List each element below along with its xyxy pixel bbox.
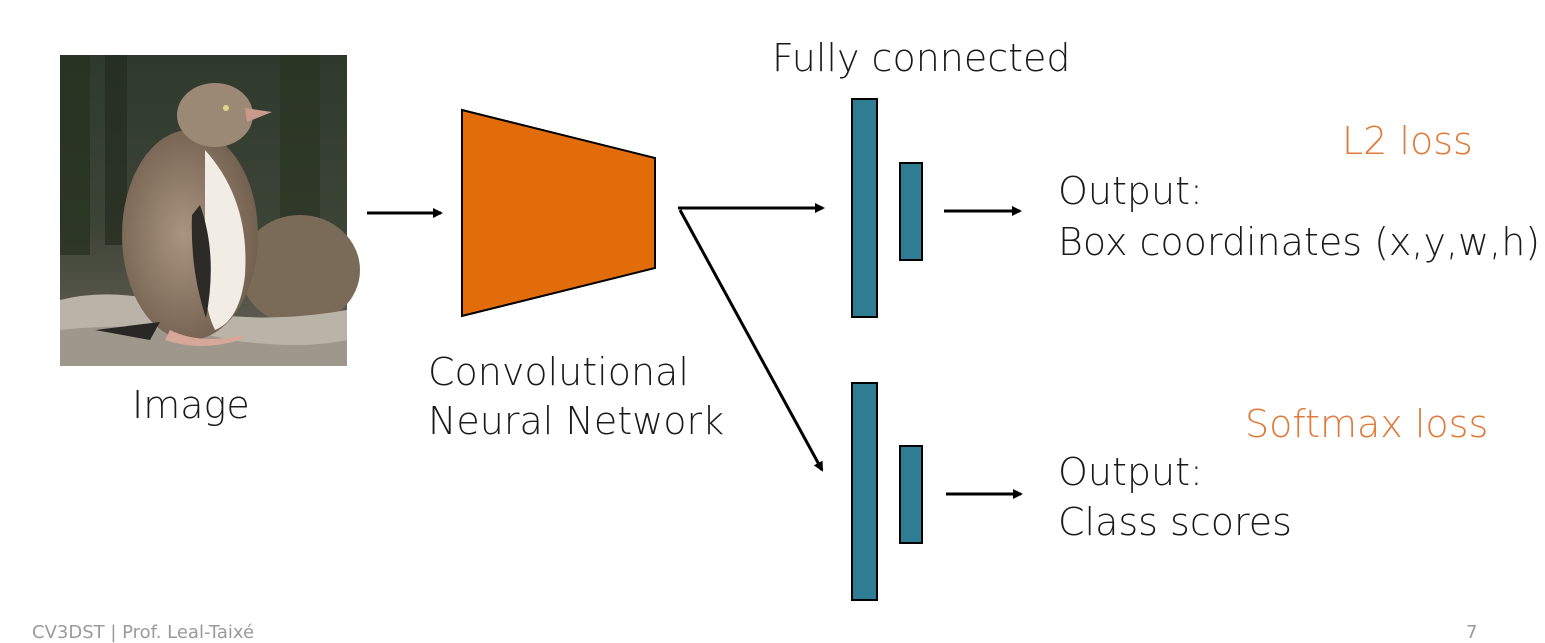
- image-caption: Image: [132, 383, 250, 427]
- top-output-label: Output:: [1058, 169, 1203, 213]
- cnn-label-line2: Neural Network: [428, 399, 725, 443]
- class-scores-label: Class scores: [1058, 500, 1292, 544]
- input-image: [60, 55, 360, 366]
- page-number: 7: [1466, 622, 1478, 643]
- box-coordinates-label: Box coordinates (x,y,w,h): [1058, 220, 1541, 264]
- fc-layer-top-small: [899, 162, 923, 261]
- fc-layer-top-large: [851, 98, 878, 318]
- fc-label: Fully connected: [772, 36, 1071, 80]
- footer-course-label: CV3DST | Prof. Leal-Taixé: [32, 622, 255, 643]
- fc-layer-bottom-small: [899, 445, 923, 544]
- cnn-label-line1: Convolutional: [428, 350, 689, 394]
- bottom-output-label: Output:: [1058, 450, 1203, 494]
- softmax-loss-label: Softmax loss: [1245, 402, 1489, 446]
- arrow-cnn-to-bottom-head: [678, 209, 824, 472]
- cnn-trapezoid: [461, 108, 656, 318]
- fc-layer-bottom-large: [851, 382, 878, 601]
- l2-loss-label: L2 loss: [1342, 119, 1473, 163]
